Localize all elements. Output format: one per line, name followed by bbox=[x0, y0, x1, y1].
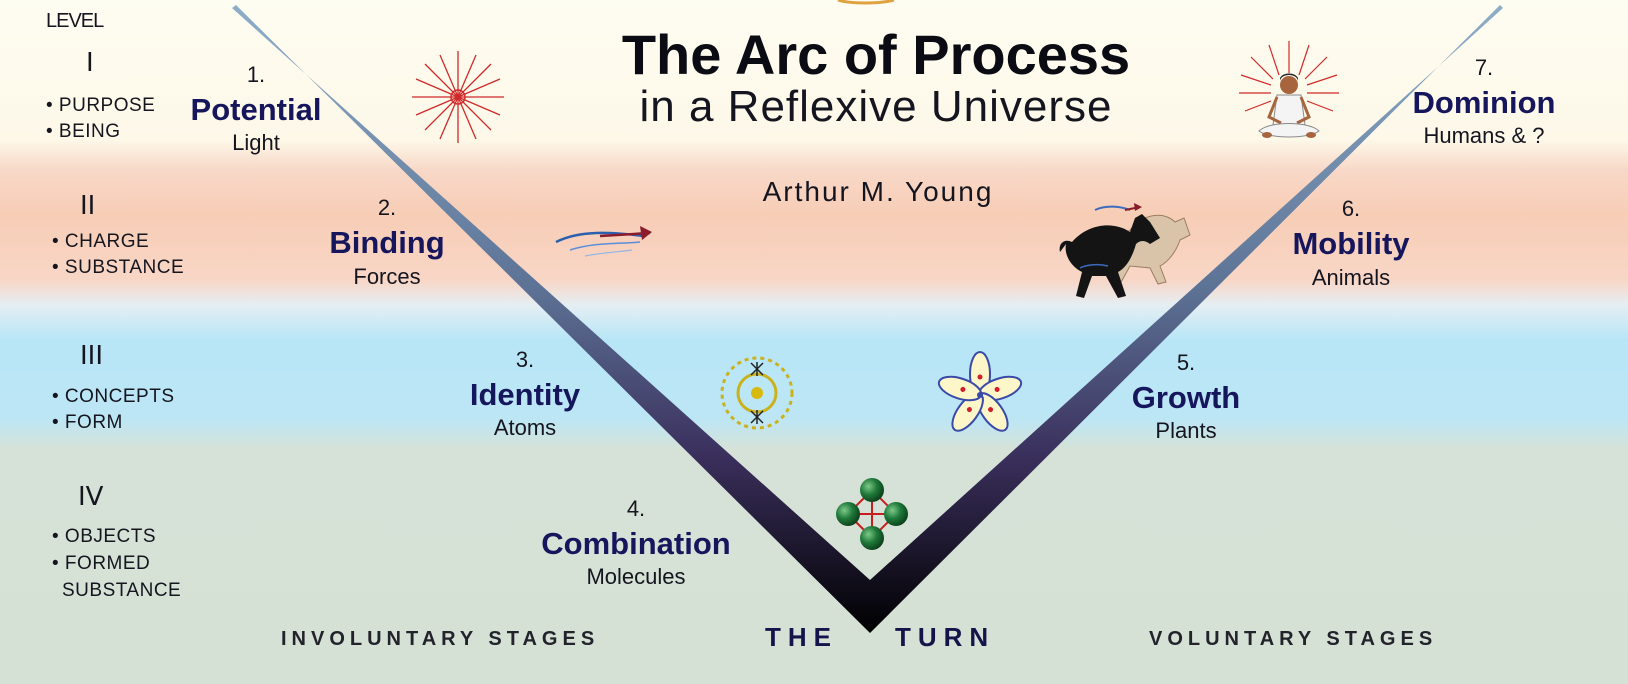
level-1-numeral: I bbox=[86, 48, 94, 78]
sun-edge bbox=[837, 0, 895, 5]
level-1-item: • PURPOSE bbox=[46, 95, 156, 116]
stage-1-name: Potential bbox=[190, 92, 322, 127]
stage-1-subtitle: Light bbox=[232, 130, 280, 155]
flower-icon bbox=[937, 351, 1023, 432]
stage-5-number: 5. bbox=[1176, 350, 1196, 375]
stage-1-number: 1. bbox=[246, 62, 266, 87]
meditating-person-icon bbox=[1239, 41, 1339, 138]
involuntary-stages-label: INVOLUNTARY STAGES bbox=[281, 628, 600, 650]
stage-6-number: 6. bbox=[1341, 196, 1361, 221]
stage-7-subtitle: Humans & ? bbox=[1423, 123, 1545, 148]
diagram-subtitle: in a Reflexive Universe bbox=[639, 82, 1113, 131]
level-4-numeral: IV bbox=[78, 482, 104, 512]
stage-5-subtitle: Plants bbox=[1155, 418, 1217, 443]
stage-7-name: Dominion bbox=[1412, 85, 1556, 120]
turn-label: TURN bbox=[895, 622, 996, 652]
stage-2-name: Binding bbox=[329, 225, 445, 260]
stage-4-number: 4. bbox=[626, 496, 646, 521]
level-2-item: • SUBSTANCE bbox=[52, 257, 185, 278]
level-heading: LEVEL bbox=[46, 10, 104, 32]
level-1-item: • BEING bbox=[46, 121, 121, 142]
voluntary-stages-label: VOLUNTARY STAGES bbox=[1149, 628, 1438, 650]
horse-icon bbox=[1059, 203, 1191, 298]
wave-arrow-icon bbox=[555, 226, 652, 257]
level-4-item: SUBSTANCE bbox=[62, 580, 182, 601]
molecule-icon bbox=[836, 478, 908, 550]
stage-2-number: 2. bbox=[377, 195, 397, 220]
stage-3-number: 3. bbox=[515, 347, 535, 372]
level-4-item: • FORMED bbox=[52, 553, 151, 574]
level-3-numeral: III bbox=[80, 341, 104, 371]
stage-2-subtitle: Forces bbox=[353, 264, 421, 289]
stage-6-name: Mobility bbox=[1292, 226, 1410, 261]
level-3-item: • CONCEPTS bbox=[52, 386, 175, 407]
stage-5-name: Growth bbox=[1131, 380, 1241, 415]
level-3-item: • FORM bbox=[52, 412, 123, 433]
stage-4-name: Combination bbox=[541, 526, 731, 561]
light-burst-icon bbox=[412, 51, 504, 143]
stage-3-subtitle: Atoms bbox=[493, 415, 557, 440]
author-name: Arthur M. Young bbox=[762, 176, 994, 207]
stage-7-number: 7. bbox=[1474, 55, 1494, 80]
stage-4-subtitle: Molecules bbox=[586, 564, 686, 589]
diagram-title: The Arc of Process bbox=[621, 23, 1131, 86]
the-label: THE bbox=[765, 622, 838, 652]
stage-3-name: Identity bbox=[469, 377, 581, 412]
level-4-item: • OBJECTS bbox=[52, 526, 157, 547]
atom-icon bbox=[720, 356, 794, 430]
stage-6-subtitle: Animals bbox=[1311, 265, 1391, 290]
level-2-item: • CHARGE bbox=[52, 231, 150, 252]
level-2-numeral: II bbox=[80, 191, 96, 221]
